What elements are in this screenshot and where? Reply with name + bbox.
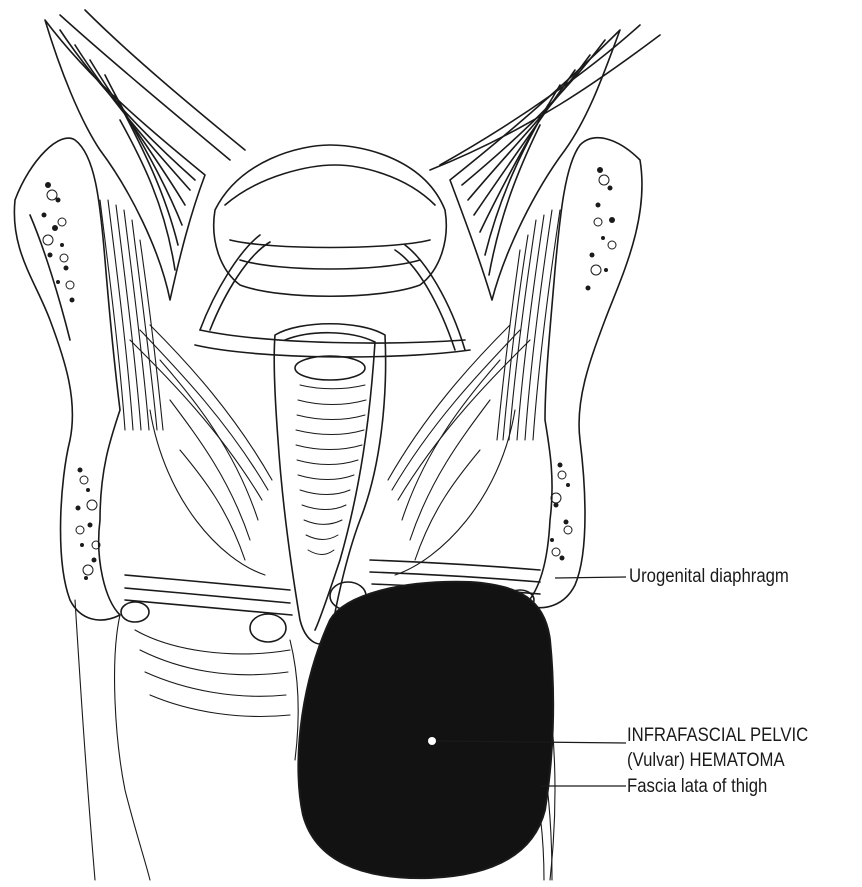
left-levator-muscle xyxy=(45,10,245,300)
hematoma-mass xyxy=(298,582,553,878)
urogenital-diaphragm-label: Urogenital diaphragm xyxy=(629,565,789,589)
fascia-lata-label: Fascia lata of thigh xyxy=(627,775,767,799)
uterine-dome xyxy=(195,145,470,357)
hematoma-label-line2: (Vulvar) HEMATOMA xyxy=(627,749,785,773)
hematoma-label-line1: INFRAFASCIAL PELVIC xyxy=(627,724,808,748)
leader-urogenital xyxy=(555,577,626,578)
right-pubic-bone xyxy=(525,138,642,608)
left-pubic-bone xyxy=(14,138,120,620)
